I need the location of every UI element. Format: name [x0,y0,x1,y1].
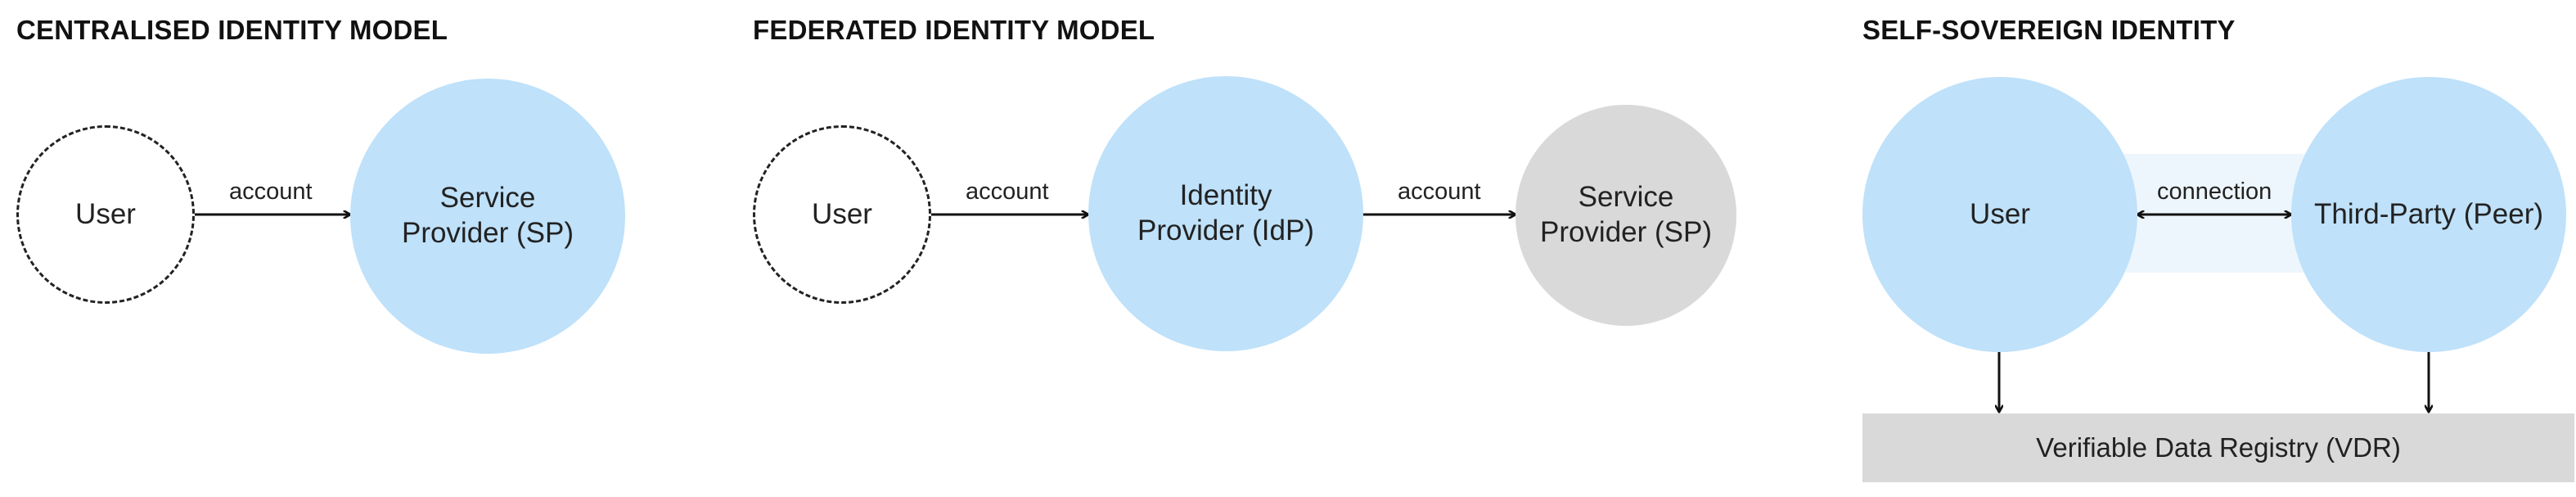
federated-sp-label-line2: Provider (SP) [1539,216,1713,248]
federated-idp-node: Identity Provider (IdP) [1088,76,1363,351]
federated-sp-label-line1: Service [1578,181,1674,214]
centralised-user-node: User [16,125,195,304]
ssi-user-label: User [1970,197,2030,230]
verifiable-data-registry: Verifiable Data Registry (VDR) [1862,413,2574,482]
centralised-title: CENTRALISED IDENTITY MODEL [16,15,448,45]
federated-title: FEDERATED IDENTITY MODEL [753,15,1155,45]
federated-account-label-2: account [1398,178,1481,205]
federated-sp-node: Service Provider (SP) [1515,105,1736,326]
federated-user-label: User [812,197,872,230]
federated-idp-label-line2: Provider (IdP) [1137,215,1314,246]
federated-user-node: User [753,125,931,304]
registry-label: Verifiable Data Registry (VDR) [2036,432,2401,463]
ssi-title: SELF-SOVEREIGN IDENTITY [1862,15,2236,45]
federated-account-label-1: account [966,178,1049,205]
ssi-connection-label: connection [2157,178,2272,205]
centralised-sp-label-line2: Provider (SP) [401,217,574,249]
centralised-user-label: User [75,197,136,230]
ssi-peer-node: Third-Party (Peer) [2291,77,2566,352]
ssi-user-node: User [1862,77,2137,352]
centralised-account-label: account [229,178,313,205]
centralised-sp-node: Service Provider (SP) [350,79,625,354]
ssi-peer-label: Third-Party (Peer) [2313,197,2544,230]
federated-idp-label-line1: Identity [1179,179,1272,212]
centralised-sp-label-line1: Service [439,182,536,215]
